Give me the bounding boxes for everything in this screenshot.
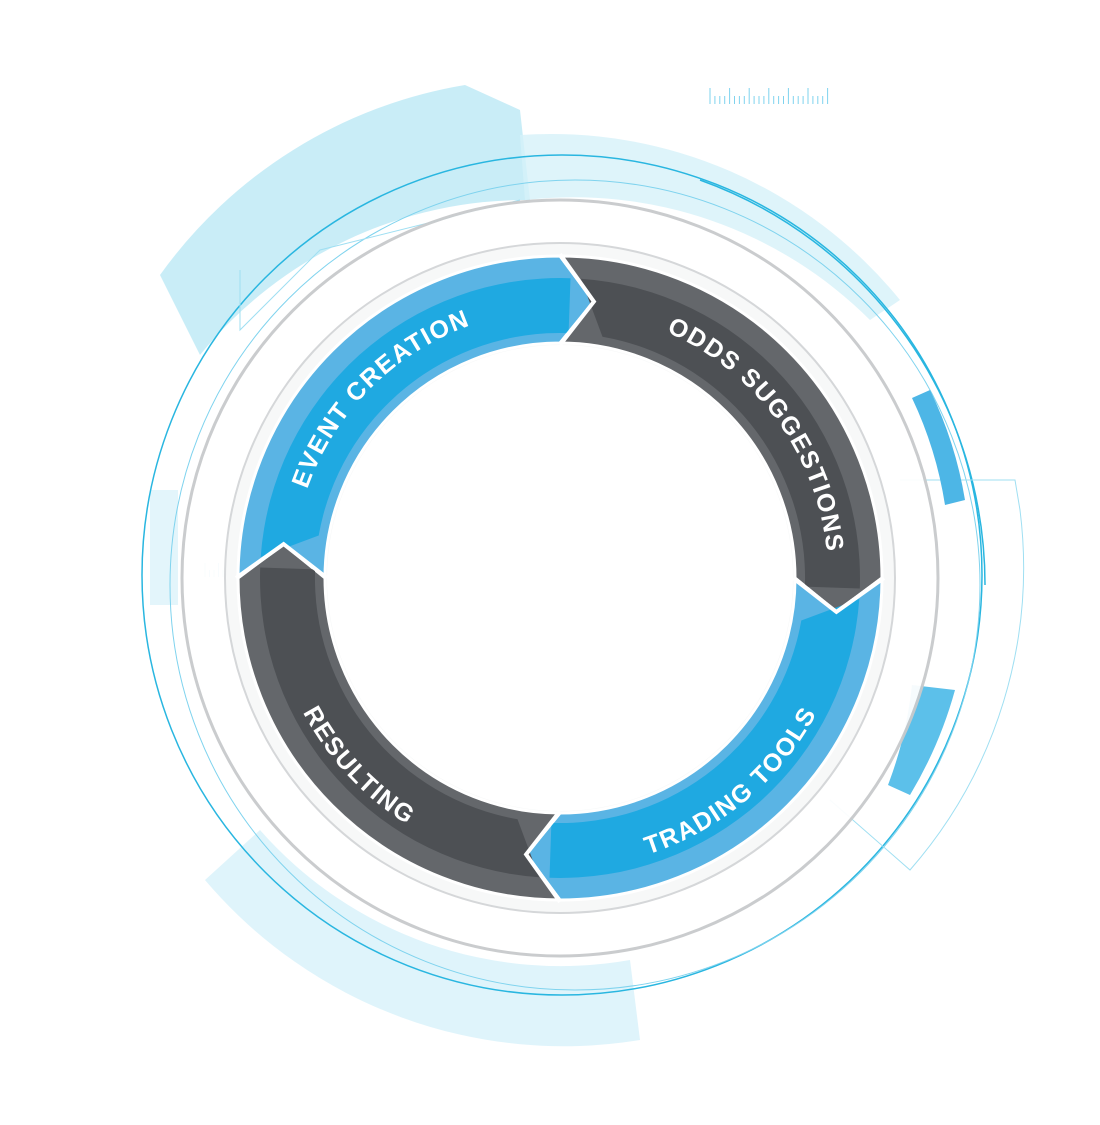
decor-polygon-left (239, 199, 521, 332)
segment-main-band (260, 567, 540, 878)
tick-marks-top (709, 88, 829, 104)
chevron-divider (791, 576, 886, 615)
decor-block (888, 685, 955, 795)
segment-main-band (260, 278, 571, 558)
chevron-divider (234, 541, 329, 580)
decor-arc-bottom-left (205, 830, 640, 1047)
center-hole (327, 345, 793, 811)
cycle-ring (234, 252, 886, 904)
decor-arc-top (520, 133, 900, 320)
decor-circle (141, 154, 983, 996)
decor-circle (169, 179, 981, 991)
decor-arc-right-outer (829, 479, 1025, 871)
chevron-divider (558, 252, 597, 347)
decor-arc-top-left (160, 85, 530, 355)
decor-arc-right (699, 179, 986, 586)
decor-block (912, 390, 965, 505)
segment-main-band (580, 278, 860, 589)
chevron-divider (523, 809, 562, 904)
segment-main-band (549, 598, 860, 878)
decor-arc-left (150, 490, 178, 605)
